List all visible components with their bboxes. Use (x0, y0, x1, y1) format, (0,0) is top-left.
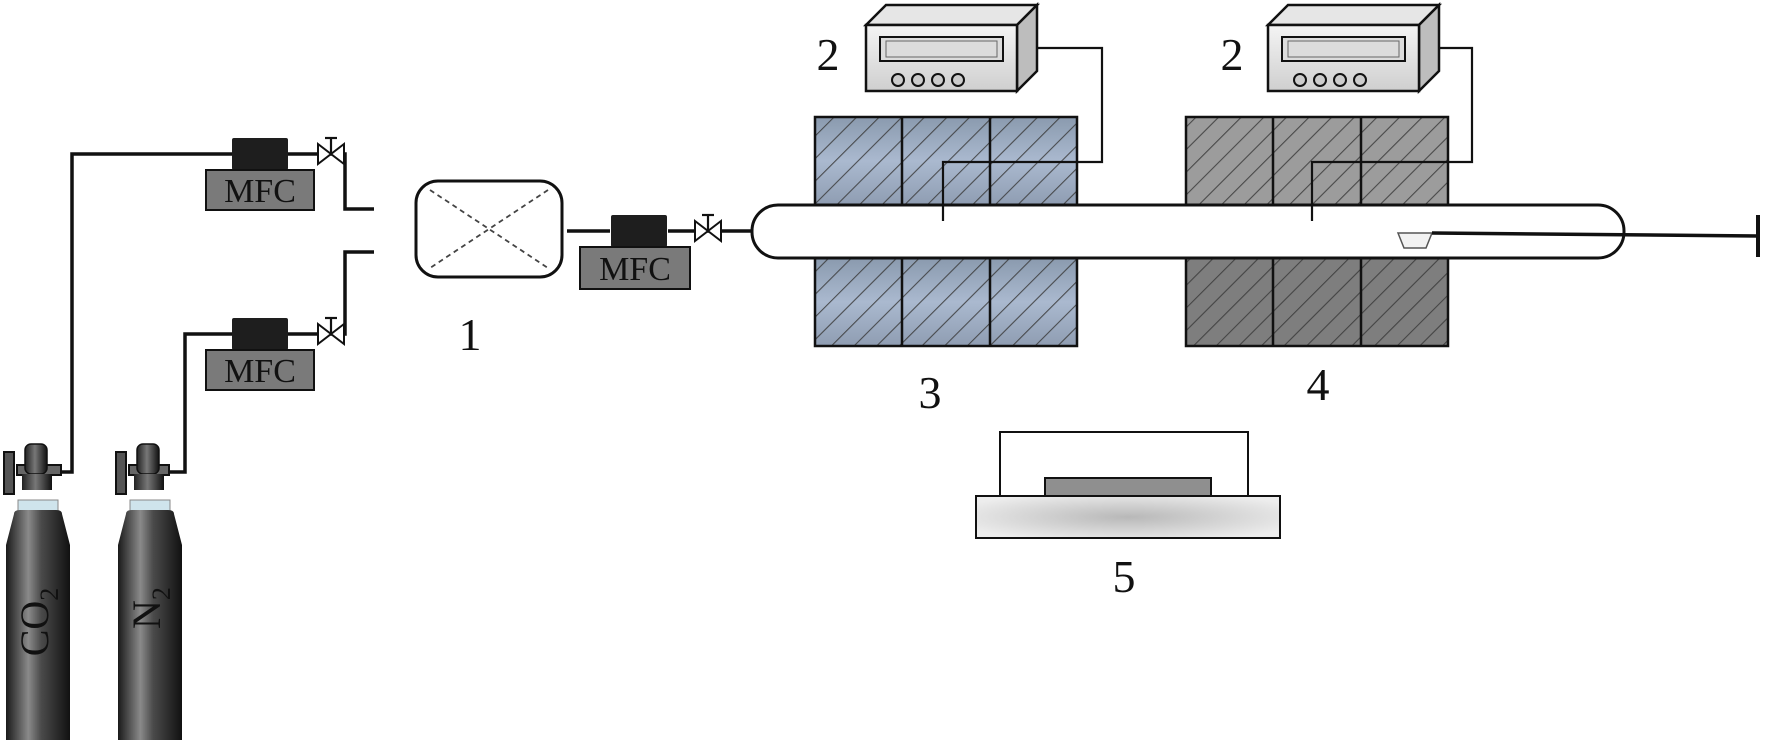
temperature-controller-b (1264, 1, 1443, 95)
mfc-n2: MFC (205, 318, 315, 391)
label-furnace-zone-2: 4 (1307, 359, 1330, 410)
mfc-main: MFC (579, 215, 691, 290)
mfc-main-label: MFC (599, 251, 671, 288)
furnace-zone-2 (1184, 115, 1450, 348)
mfc-co2: MFC (205, 138, 315, 211)
valve-n2 (317, 316, 345, 347)
thermocouple-b (1310, 46, 1474, 221)
gas-mixer (414, 179, 564, 279)
svg-text:N2: N2 (124, 587, 176, 629)
valve-main (694, 213, 722, 244)
mfc-n2-label: MFC (224, 353, 296, 390)
co2-formula: CO2 (12, 588, 64, 657)
thermocouple-a (941, 46, 1104, 221)
n2-cylinder: N2 (115, 443, 182, 740)
sample-boat (1396, 232, 1434, 249)
label-controller-a: 2 (817, 29, 840, 80)
hotplate (975, 431, 1281, 539)
label-furnace-zone-1: 3 (919, 367, 942, 418)
label-hotplate: 5 (1113, 551, 1136, 602)
label-mixer: 1 (459, 309, 482, 360)
valve-co2 (295, 136, 345, 167)
quartz-tube (750, 203, 1760, 260)
mfc-co2-label: MFC (224, 173, 296, 210)
label-controller-b: 2 (1221, 29, 1244, 80)
co2-cylinder: CO2 (3, 443, 70, 740)
n2-formula: N2 (124, 587, 176, 629)
gas-lines (58, 152, 752, 474)
svg-text:CO2: CO2 (12, 588, 64, 657)
temperature-controller-a (862, 1, 1041, 95)
